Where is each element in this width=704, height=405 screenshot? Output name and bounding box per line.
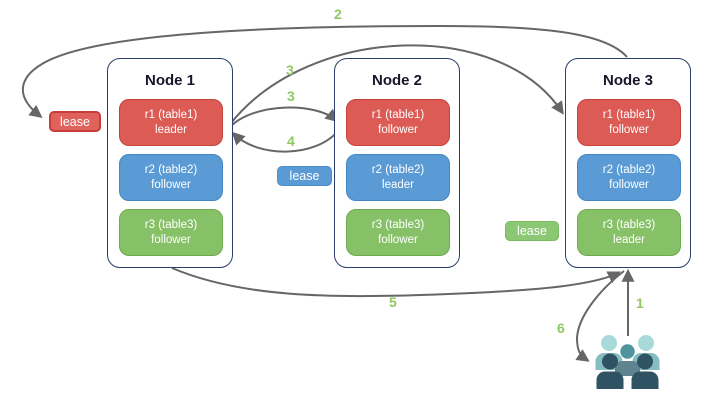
- step-label-2: 2: [334, 6, 342, 22]
- replica-role: leader: [155, 123, 187, 136]
- node-3-title: Node 3: [602, 72, 653, 89]
- node-2-replica-r3: r3 (table3) follower: [346, 209, 450, 256]
- node-1-replica-r3: r3 (table3) follower: [119, 209, 223, 256]
- replica-role: follower: [378, 233, 418, 246]
- table3-lease-badge: lease: [505, 221, 559, 241]
- step-label-6: 6: [557, 320, 565, 336]
- node-3-box: Node 3 r1 (table1) follower r2 (table2) …: [565, 58, 691, 268]
- table2-lease-badge: lease: [277, 166, 332, 186]
- replica-role: leader: [613, 233, 645, 246]
- replica-role: leader: [382, 178, 414, 191]
- arrow-step-2: [21, 24, 628, 118]
- replica-role: follower: [151, 233, 191, 246]
- node-3-replica-r3: r3 (table3) leader: [577, 209, 681, 256]
- replica-name: r2 (table2): [144, 163, 198, 176]
- arrow-step-3-to-node3: [230, 44, 564, 124]
- node-1-replica-r2: r2 (table2) follower: [119, 154, 223, 201]
- step-label-5: 5: [389, 294, 397, 310]
- replica-name: r2 (table2): [371, 163, 425, 176]
- node-1-box: Node 1 r1 (table1) leader r2 (table2) fo…: [107, 58, 233, 268]
- replica-name: r1 (table1): [602, 108, 656, 121]
- replica-name: r1 (table1): [371, 108, 425, 121]
- step-label-3-remote: 3: [286, 62, 294, 78]
- table1-lease-badge: lease: [49, 111, 101, 132]
- replica-name: r3 (table3): [371, 218, 425, 231]
- step-label-1: 1: [636, 295, 644, 311]
- replica-name: r3 (table3): [144, 218, 198, 231]
- user-group-icon: [595, 335, 660, 389]
- replica-name: r2 (table2): [602, 163, 656, 176]
- arrow-step-3-to-node2: [230, 106, 339, 127]
- arrow-step-6: [575, 270, 625, 362]
- replica-role: follower: [378, 123, 418, 136]
- node-2-box: Node 2 r1 (table1) follower r2 (table2) …: [334, 58, 460, 268]
- step-label-4: 4: [287, 133, 295, 149]
- replica-role: follower: [151, 178, 191, 191]
- node-3-replica-r1: r1 (table1) follower: [577, 99, 681, 146]
- replica-name: r1 (table1): [144, 108, 198, 121]
- step-label-3-local: 3: [287, 88, 295, 104]
- node-2-replica-r2: r2 (table2) leader: [346, 154, 450, 201]
- arrow-step-5: [171, 267, 621, 298]
- replica-role: follower: [609, 123, 649, 136]
- node-2-replica-r1: r1 (table1) follower: [346, 99, 450, 146]
- node-1-title: Node 1: [144, 72, 195, 89]
- arrow-step-4: [231, 130, 339, 153]
- node-2-title: Node 2: [371, 72, 422, 89]
- node-3-replica-r2: r2 (table2) follower: [577, 154, 681, 201]
- replica-name: r3 (table3): [602, 218, 656, 231]
- node-1-replica-r1: r1 (table1) leader: [119, 99, 223, 146]
- replica-role: follower: [609, 178, 649, 191]
